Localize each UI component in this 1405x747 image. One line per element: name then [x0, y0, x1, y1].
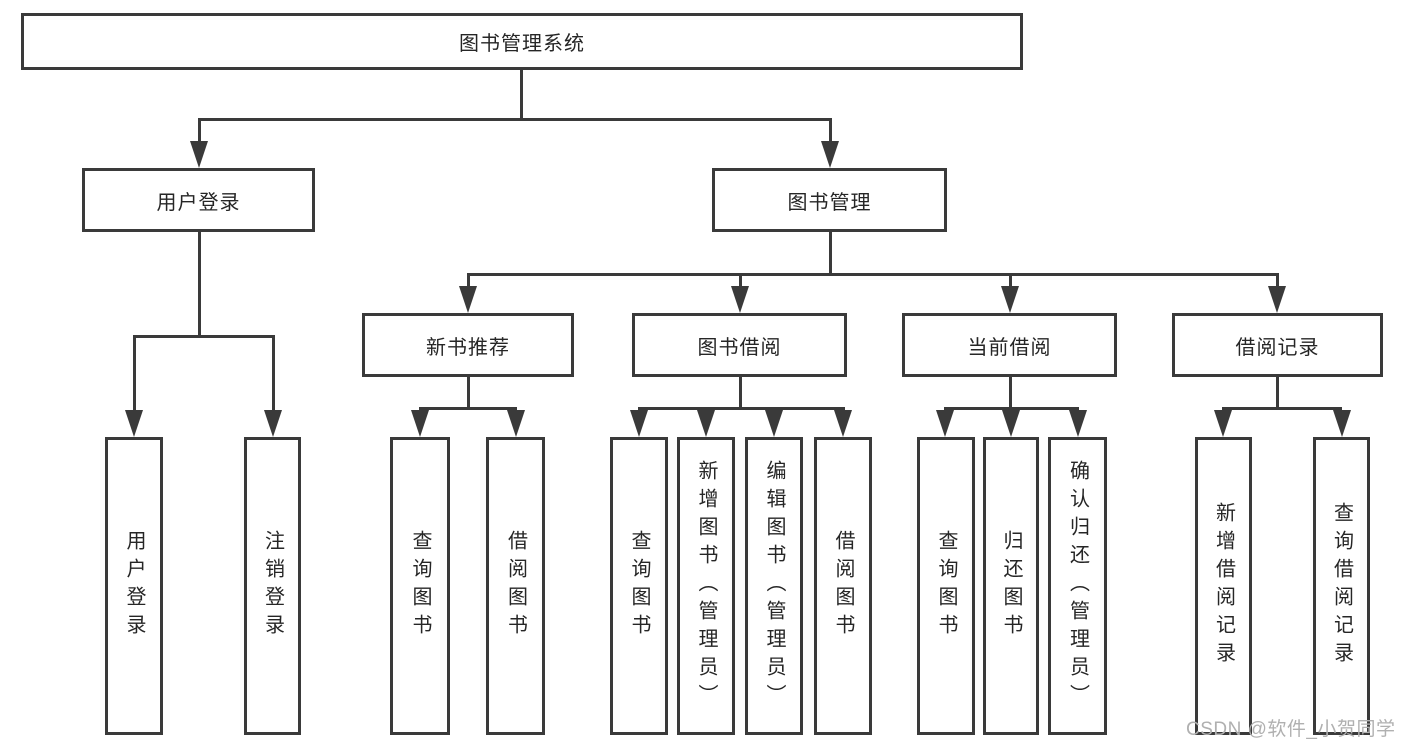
- node-book-management-label: 图书管理: [787, 191, 872, 214]
- csdn-watermark: CSDN @软件_小贺同学: [1186, 719, 1396, 740]
- arrowhead-down-icon: [1268, 286, 1286, 313]
- leaf-query-borrow-record-label: 查询借阅记录: [1330, 502, 1353, 670]
- connector-line: [133, 335, 136, 413]
- arrowhead-down-icon: [731, 286, 749, 313]
- connector-line: [198, 118, 832, 121]
- leaf-edit-books-admin: 编辑图书（管理员）: [745, 437, 803, 735]
- leaf-logout: 注销登录: [244, 437, 301, 735]
- arrowhead-down-icon: [264, 410, 282, 437]
- connector-line: [1009, 273, 1012, 291]
- leaf-borrow-books-label: 借阅图书: [504, 530, 527, 642]
- connector-line: [739, 273, 742, 291]
- node-borrowing-records-label: 借阅记录: [1235, 336, 1320, 359]
- connector-line: [419, 407, 517, 410]
- connector-line: [272, 335, 275, 413]
- connector-line: [198, 232, 201, 336]
- leaf-add-books-admin-label: 新增图书（管理员）: [695, 460, 717, 712]
- leaf-add-borrow-record-label: 新增借阅记录: [1212, 502, 1235, 670]
- node-current-borrowing: 当前借阅: [902, 313, 1117, 377]
- leaf-borrow-books-label: 借阅图书: [832, 530, 854, 642]
- connector-line: [198, 118, 201, 146]
- connector-line: [467, 377, 470, 409]
- arrowhead-down-icon: [507, 410, 525, 437]
- leaf-return-books: 归还图书: [983, 437, 1039, 735]
- arrowhead-down-icon: [1214, 410, 1232, 437]
- leaf-borrow-books: 借阅图书: [486, 437, 545, 735]
- connector-line: [1222, 407, 1342, 410]
- node-root-label: 图书管理系统: [459, 33, 585, 55]
- connector-line: [520, 70, 523, 118]
- arrowhead-down-icon: [630, 410, 648, 437]
- arrowhead-down-icon: [190, 141, 208, 168]
- leaf-confirm-return-admin-label: 确认归还（管理员）: [1066, 460, 1089, 712]
- leaf-add-borrow-record: 新增借阅记录: [1195, 437, 1252, 735]
- node-new-book-recommend: 新书推荐: [362, 313, 574, 377]
- leaf-user-login: 用户登录: [105, 437, 163, 735]
- leaf-logout-label: 注销登录: [261, 530, 284, 642]
- connector-line: [133, 335, 275, 338]
- arrowhead-down-icon: [1001, 286, 1019, 313]
- arrowhead-down-icon: [697, 410, 715, 437]
- leaf-query-books-label: 查询图书: [628, 530, 650, 642]
- leaf-confirm-return-admin: 确认归还（管理员）: [1048, 437, 1107, 735]
- arrowhead-down-icon: [834, 410, 852, 437]
- node-current-borrowing-label: 当前借阅: [967, 336, 1052, 359]
- arrowhead-down-icon: [459, 286, 477, 313]
- arrowhead-down-icon: [765, 410, 783, 437]
- leaf-query-books: 查询图书: [917, 437, 975, 735]
- arrowhead-down-icon: [1333, 410, 1351, 437]
- node-book-borrowing-label: 图书借阅: [697, 336, 782, 359]
- connector-line: [1276, 273, 1279, 291]
- node-user-login-label: 用户登录: [156, 191, 241, 214]
- node-borrowing-records: 借阅记录: [1172, 313, 1383, 377]
- leaf-edit-books-admin-label: 编辑图书（管理员）: [763, 460, 785, 712]
- node-root: 图书管理系统: [21, 13, 1023, 70]
- node-user-login: 用户登录: [82, 168, 315, 232]
- node-book-borrowing: 图书借阅: [632, 313, 847, 377]
- leaf-query-books-label: 查询图书: [935, 530, 957, 642]
- leaf-query-books-label: 查询图书: [409, 530, 431, 642]
- leaf-query-books: 查询图书: [390, 437, 450, 735]
- arrowhead-down-icon: [1002, 410, 1020, 437]
- connector-line: [467, 273, 1279, 276]
- connector-line: [1009, 377, 1012, 409]
- arrowhead-down-icon: [1069, 410, 1087, 437]
- leaf-query-books: 查询图书: [610, 437, 668, 735]
- connector-line: [829, 118, 832, 146]
- node-new-book-recommend-label: 新书推荐: [426, 336, 510, 359]
- leaf-return-books-label: 归还图书: [1000, 530, 1022, 642]
- connector-line: [739, 377, 742, 409]
- leaf-borrow-books: 借阅图书: [814, 437, 872, 735]
- leaf-user-login-label: 用户登录: [123, 530, 145, 642]
- leaf-add-books-admin: 新增图书（管理员）: [677, 437, 735, 735]
- connector-line: [1276, 377, 1279, 409]
- arrowhead-down-icon: [125, 410, 143, 437]
- arrowhead-down-icon: [411, 410, 429, 437]
- connector-line: [467, 273, 470, 291]
- arrowhead-down-icon: [821, 141, 839, 168]
- connector-line: [638, 407, 845, 410]
- connector-line: [944, 407, 1079, 410]
- node-book-management: 图书管理: [712, 168, 947, 232]
- leaf-query-borrow-record: 查询借阅记录: [1313, 437, 1370, 735]
- connector-line: [829, 232, 832, 276]
- arrowhead-down-icon: [936, 410, 954, 437]
